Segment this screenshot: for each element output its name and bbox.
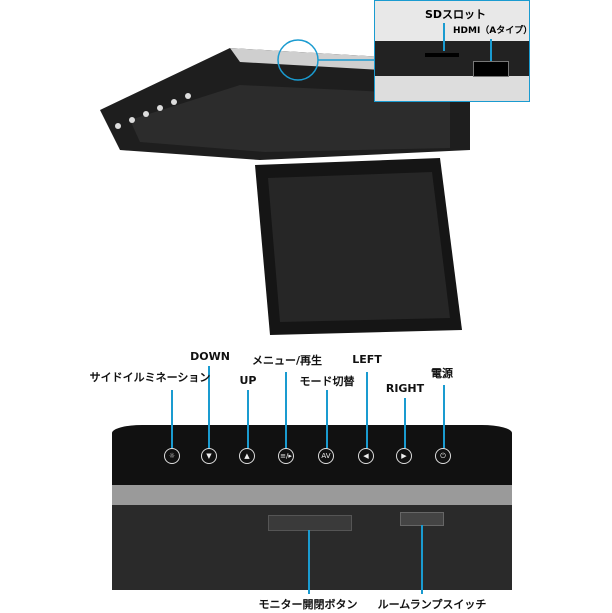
menu-play-icon: ≡/▸: [278, 448, 294, 464]
hdmi-label: HDMI（Aタイプ）: [453, 26, 533, 36]
label-left: LEFT: [352, 353, 382, 366]
label-right: RIGHT: [385, 382, 425, 395]
power-icon: ⏻: [435, 448, 451, 464]
monitor-open-button: [268, 515, 352, 531]
sd-slot-label: SDスロット: [425, 8, 487, 21]
label-monitor-open-button: モニター開閉ボタン: [258, 598, 358, 611]
side-illumination-icon: ☼: [164, 448, 180, 464]
port-inset: SDスロット HDMI（Aタイプ）: [374, 0, 533, 102]
hdmi-port: [473, 61, 509, 77]
label-down: DOWN: [190, 350, 230, 363]
down-icon: ▼: [201, 448, 217, 464]
label-up: UP: [239, 374, 257, 387]
right-icon: ▶: [396, 448, 412, 464]
mode-icon: AV: [318, 448, 334, 464]
label-mode: モード切替: [299, 375, 355, 388]
label-side-illumination: サイドイルミネーション: [89, 371, 211, 384]
label-room-lamp-switch: ルームランプスイッチ: [377, 598, 487, 611]
label-menu-play: メニュー/再生: [251, 354, 323, 367]
sd-slot: [425, 53, 459, 57]
left-icon: ◀: [358, 448, 374, 464]
up-icon: ▲: [239, 448, 255, 464]
label-power: 電源: [431, 367, 453, 380]
panel-trim: [112, 485, 512, 505]
room-lamp-switch: [400, 512, 444, 526]
